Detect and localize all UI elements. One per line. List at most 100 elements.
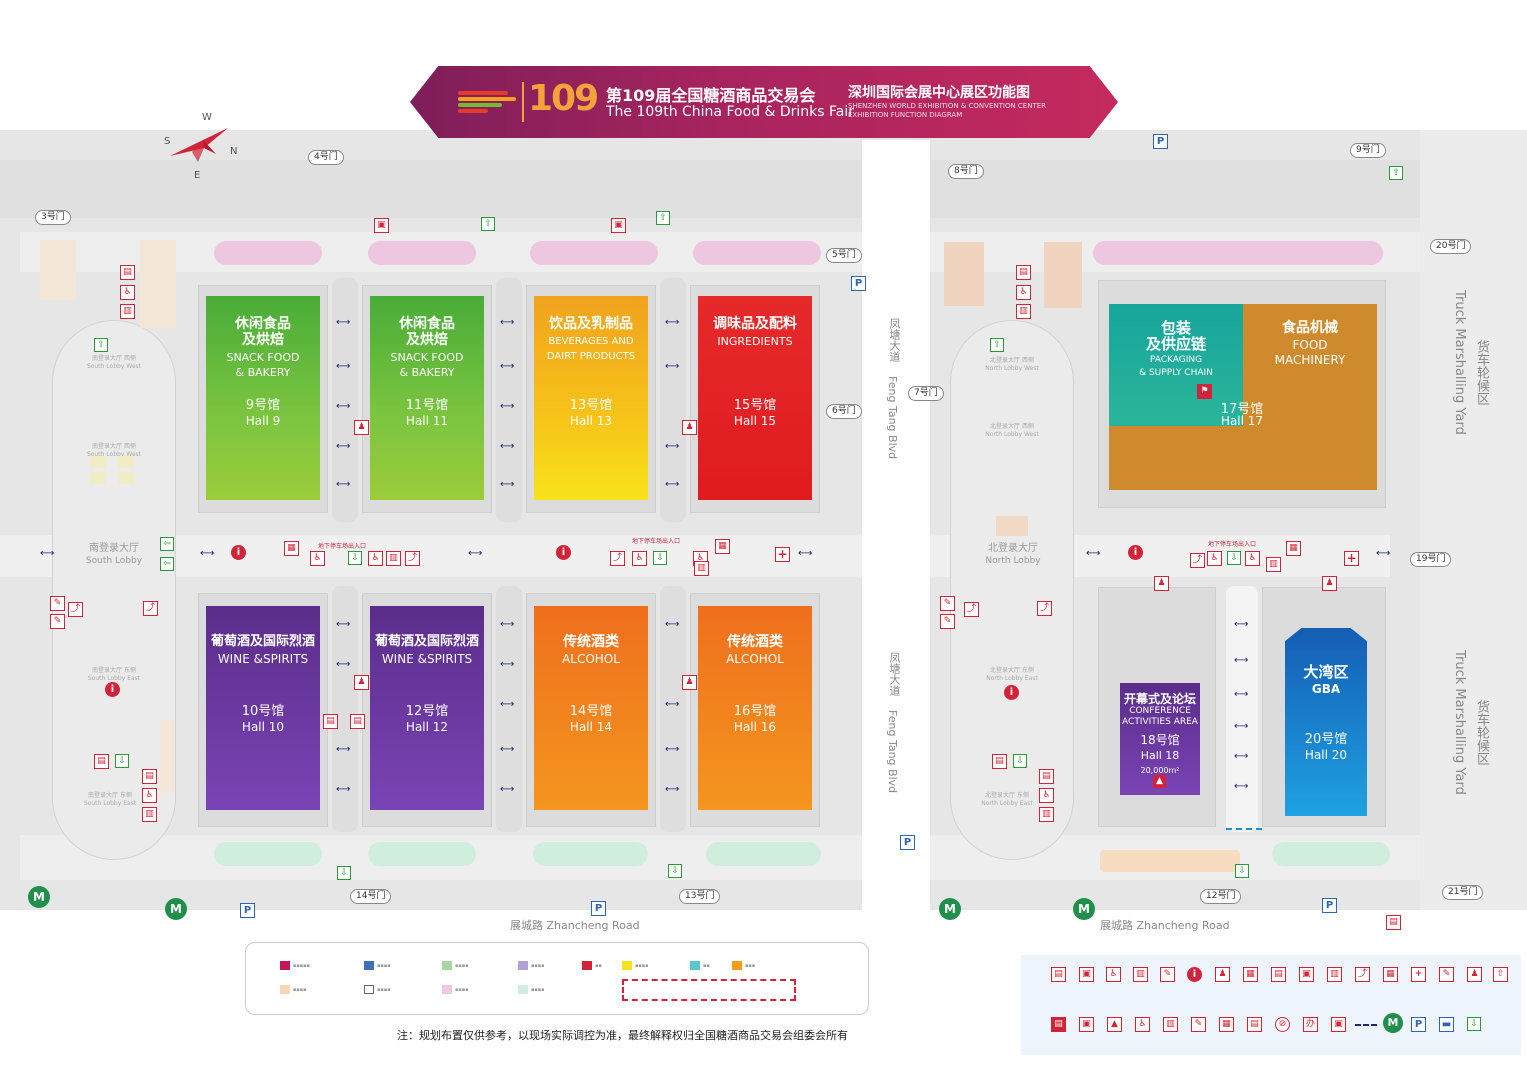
parking-icon[interactable]: P <box>240 903 255 918</box>
fengtang-blvd-label-zh: 凤塘大道 <box>888 318 901 362</box>
south-side-block <box>140 240 176 328</box>
exit-icon[interactable]: ⇩ <box>1235 864 1249 878</box>
compass-w: W <box>202 112 212 123</box>
gate-9[interactable]: 9号门 <box>1350 143 1386 158</box>
metro-icon[interactable]: M <box>28 886 50 908</box>
zhancheng-road-en: Zhancheng Road <box>1136 919 1230 932</box>
orange-zone <box>1100 850 1240 872</box>
exit-icon[interactable]: ⇧ <box>481 217 495 231</box>
metro-icon[interactable]: M <box>939 898 961 920</box>
legend-service-icon: ✎ <box>1160 967 1175 982</box>
walkway-arrow-icon: ⟷ <box>500 744 515 755</box>
hall-12-number-en: Hall 12 <box>405 720 449 734</box>
walkway-arrow-icon: ⟷ <box>200 548 215 559</box>
legend-service-icon: ▣ <box>1079 967 1094 982</box>
shop-icon: ▥ <box>694 561 709 576</box>
gate-6[interactable]: 6号门 <box>826 404 862 419</box>
hall-14-number-zh: 14号馆 <box>569 704 613 719</box>
legend-item: ▪▪▪▪ <box>442 985 469 994</box>
parking-icon[interactable]: P <box>900 835 915 850</box>
exit-icon[interactable]: ⇩ <box>1013 754 1027 768</box>
hall-15[interactable]: 调味品及配料 INGREDIENTS 15号馆 Hall 15 <box>698 296 812 500</box>
parking-icon[interactable]: P <box>1322 898 1337 913</box>
walkway-arrow-icon: ⟷ <box>336 784 351 795</box>
green-zone <box>706 842 821 866</box>
info-icon[interactable]: i <box>1128 545 1143 560</box>
gate-21[interactable]: 21号门 <box>1442 885 1484 900</box>
meeting-icon: ♟ <box>354 420 369 435</box>
parking-icon[interactable]: P <box>1153 134 1168 149</box>
gate-8[interactable]: 8号门 <box>948 164 984 179</box>
parking-icon[interactable]: P <box>851 276 866 291</box>
fengtang-blvd-road <box>862 140 930 910</box>
fengtang-blvd-label-en: Feng Tang Blvd <box>886 710 899 794</box>
exit-icon[interactable]: ⇩ <box>337 866 351 880</box>
south-lobby-shape <box>52 320 176 860</box>
escalator-icon: ⤴ <box>1037 601 1052 616</box>
metro-icon[interactable]: M <box>165 898 187 920</box>
parking-icon[interactable]: P <box>591 901 606 916</box>
hall-corridor <box>1226 586 1258 832</box>
exit-icon[interactable]: ⇩ <box>668 864 682 878</box>
banner-title-zh: 第109届全国糖酒商品交易会 <box>606 86 816 105</box>
hall-20[interactable]: 大湾区 GBA 20号馆 Hall 20 <box>1285 628 1367 816</box>
hall-17[interactable]: 包装 及供应链 PACKAGING & SUPPLY CHAIN 食品机械 FO… <box>1109 304 1377 490</box>
hall-20-number-zh: 20号馆 <box>1304 732 1348 747</box>
compass-icon: W N S E <box>164 112 238 181</box>
first-aid-icon: + <box>775 547 790 562</box>
gate-12[interactable]: 12号门 <box>1200 889 1242 904</box>
gate-20[interactable]: 20号门 <box>1430 239 1472 254</box>
toilet-icon: ♿ <box>310 551 325 566</box>
fengtang-blvd-label-zh: 凤塘大道 <box>888 652 901 696</box>
info-icon[interactable]: i <box>231 545 246 560</box>
legend-exit-icon: ⇩ <box>1467 1017 1481 1031</box>
compass-s: S <box>164 136 171 147</box>
restaurant-icon: ▤ <box>1016 265 1031 280</box>
hall-11[interactable]: 休闲食品 及烘焙 SNACK FOOD & BAKERY 11号馆 Hall 1… <box>370 296 484 500</box>
hall-corridor <box>332 278 358 522</box>
north-lobby-kiosk <box>996 516 1028 536</box>
info-icon[interactable]: i <box>105 682 120 697</box>
metro-icon[interactable]: M <box>1073 898 1095 920</box>
exit-icon[interactable]: ⇦ <box>160 557 174 571</box>
elevator-icon: ▦ <box>1286 541 1301 556</box>
gate-7[interactable]: 7号门 <box>908 386 944 401</box>
info-icon[interactable]: i <box>556 545 571 560</box>
hall-10[interactable]: 葡萄酒及国际烈酒 WINE &SPIRITS 10号馆 Hall 10 <box>206 606 320 810</box>
compass-e: E <box>194 170 201 181</box>
hall-16[interactable]: 传统酒类 ALCOHOL 16号馆 Hall 16 <box>698 606 812 810</box>
gate-3[interactable]: 3号门 <box>35 210 71 225</box>
hall-13[interactable]: 饮品及乳制品 BEVERAGES AND DAIRT PRODUCTS 13号馆… <box>534 296 648 500</box>
hall-9[interactable]: 休闲食品 及烘焙 SNACK FOOD & BAKERY 9号馆 Hall 9 <box>206 296 320 500</box>
exit-icon[interactable]: ⇦ <box>160 537 174 551</box>
north-lobby-east-en: North Lobby East <box>986 675 1038 682</box>
gate-19[interactable]: 19号门 <box>1410 552 1452 567</box>
walkway-arrow-icon: ⟷ <box>336 619 351 630</box>
exit-icon[interactable]: ⇧ <box>656 211 670 225</box>
exit-icon[interactable]: ⇩ <box>348 551 362 565</box>
exit-icon[interactable]: ⇩ <box>115 754 129 768</box>
hall-12[interactable]: 葡萄酒及国际烈酒 WINE &SPIRITS 12号馆 Hall 12 <box>370 606 484 810</box>
exit-icon[interactable]: ⇩ <box>1227 551 1241 565</box>
south-side-block <box>160 720 174 792</box>
gate-5[interactable]: 5号门 <box>826 248 862 263</box>
gate-4[interactable]: 4号门 <box>308 150 344 165</box>
exit-icon[interactable]: ⇧ <box>1389 166 1403 180</box>
escalator-icon: ⤴ <box>143 601 158 616</box>
hall-18[interactable]: 开幕式及论坛 CONFERENCE ACTIVITIES AREA 18号馆 H… <box>1120 683 1200 795</box>
legend-service-icon: ✎ <box>1439 967 1454 982</box>
legend-service-icon: 办 <box>1303 1017 1318 1032</box>
walkway-arrow-icon: ⟷ <box>1234 689 1249 700</box>
info-icon[interactable]: i <box>1004 685 1019 700</box>
exit-icon[interactable]: ⇧ <box>94 338 108 352</box>
hall-14[interactable]: 传统酒类 ALCOHOL 14号馆 Hall 14 <box>534 606 648 810</box>
walkway-arrow-icon: ⟷ <box>336 479 351 490</box>
hall-15-number-zh: 15号馆 <box>733 398 777 413</box>
hall-11-category-zh: 休闲食品 及烘焙 <box>399 316 455 348</box>
exit-icon[interactable]: ⇧ <box>990 338 1004 352</box>
gate-14[interactable]: 14号门 <box>350 889 392 904</box>
exit-icon[interactable]: ⇩ <box>653 551 667 565</box>
legend-service-icon: ▦ <box>1243 967 1258 982</box>
elevator-icon: ▦ <box>715 539 730 554</box>
gate-13[interactable]: 13号门 <box>679 889 721 904</box>
